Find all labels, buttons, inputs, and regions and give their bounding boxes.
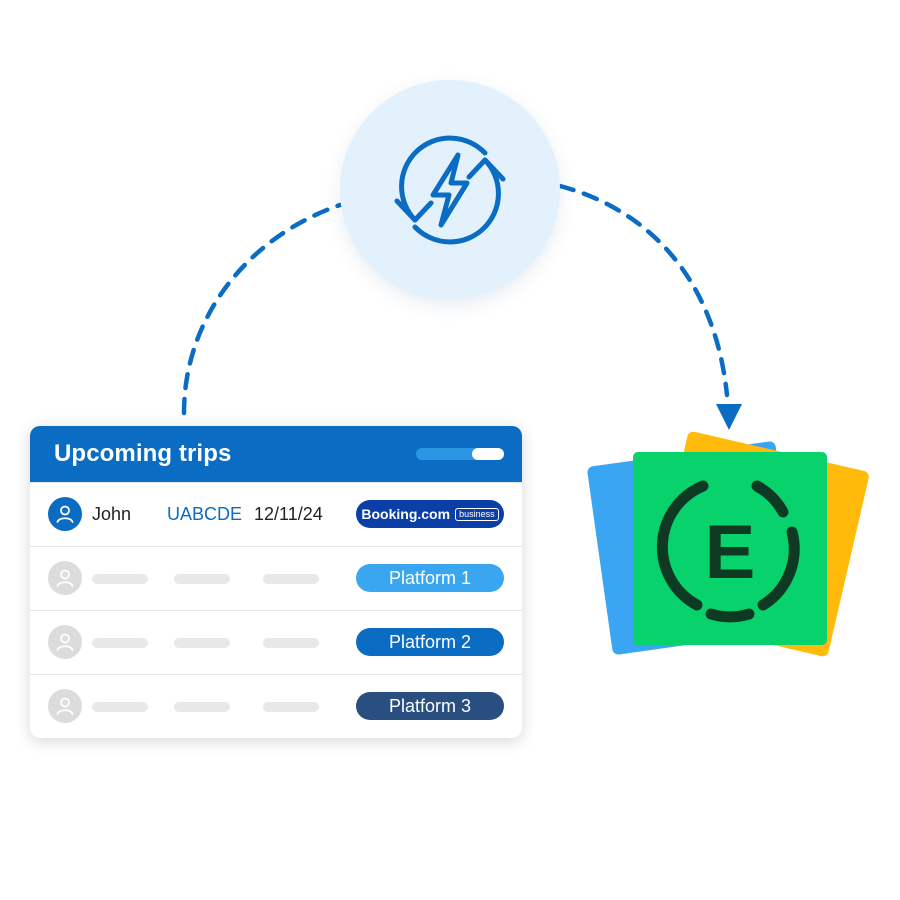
placeholder-bar: [92, 702, 148, 712]
user-icon: [56, 697, 74, 715]
traveler-name: John: [92, 504, 132, 524]
user-icon: [56, 505, 74, 523]
placeholder-bar: [263, 702, 319, 712]
trip-row[interactable]: Platform 3: [30, 674, 522, 738]
platform-badge[interactable]: Platform 3: [356, 692, 504, 720]
avatar: [48, 497, 82, 531]
sync-circle: [340, 80, 560, 300]
booking-logo-text: Booking.com: [361, 506, 451, 522]
upcoming-trips-card: Upcoming trips John UABCDE 12/11/24 Book…: [30, 426, 522, 738]
logo-front-card: E: [633, 452, 827, 645]
platform-badge[interactable]: Platform 2: [356, 628, 504, 656]
placeholder-bar: [263, 638, 319, 648]
logo-letter: E: [705, 510, 756, 595]
platform-badge[interactable]: Platform 1: [356, 564, 504, 592]
booking-code: UABCDE: [167, 504, 243, 524]
placeholder-bar: [174, 574, 230, 584]
trip-row[interactable]: John UABCDE 12/11/24 Booking.com busines…: [30, 482, 522, 546]
user-icon: [56, 569, 74, 587]
trips-header: Upcoming trips: [30, 426, 522, 482]
avatar: [48, 689, 82, 723]
avatar: [48, 625, 82, 659]
sync-lightning-icon: [394, 135, 506, 245]
placeholder-bar: [92, 638, 148, 648]
destination-app-logo: E: [585, 425, 875, 670]
header-toggle[interactable]: [416, 448, 504, 460]
booking-platform-badge[interactable]: Booking.com business: [356, 500, 504, 528]
e-logo-icon: E: [656, 480, 800, 622]
trips-title: Upcoming trips: [54, 440, 232, 467]
trip-row[interactable]: Platform 2: [30, 610, 522, 674]
toggle-knob: [472, 448, 504, 460]
trip-row[interactable]: Platform 1: [30, 546, 522, 610]
avatar: [48, 561, 82, 595]
trip-date: 12/11/24: [254, 504, 323, 524]
placeholder-bar: [174, 638, 230, 648]
placeholder-bar: [92, 574, 148, 584]
arrow-down-icon: [716, 404, 742, 430]
placeholder-bar: [263, 574, 319, 584]
user-icon: [56, 633, 74, 651]
business-tag: business: [455, 507, 499, 521]
placeholder-bar: [174, 702, 230, 712]
